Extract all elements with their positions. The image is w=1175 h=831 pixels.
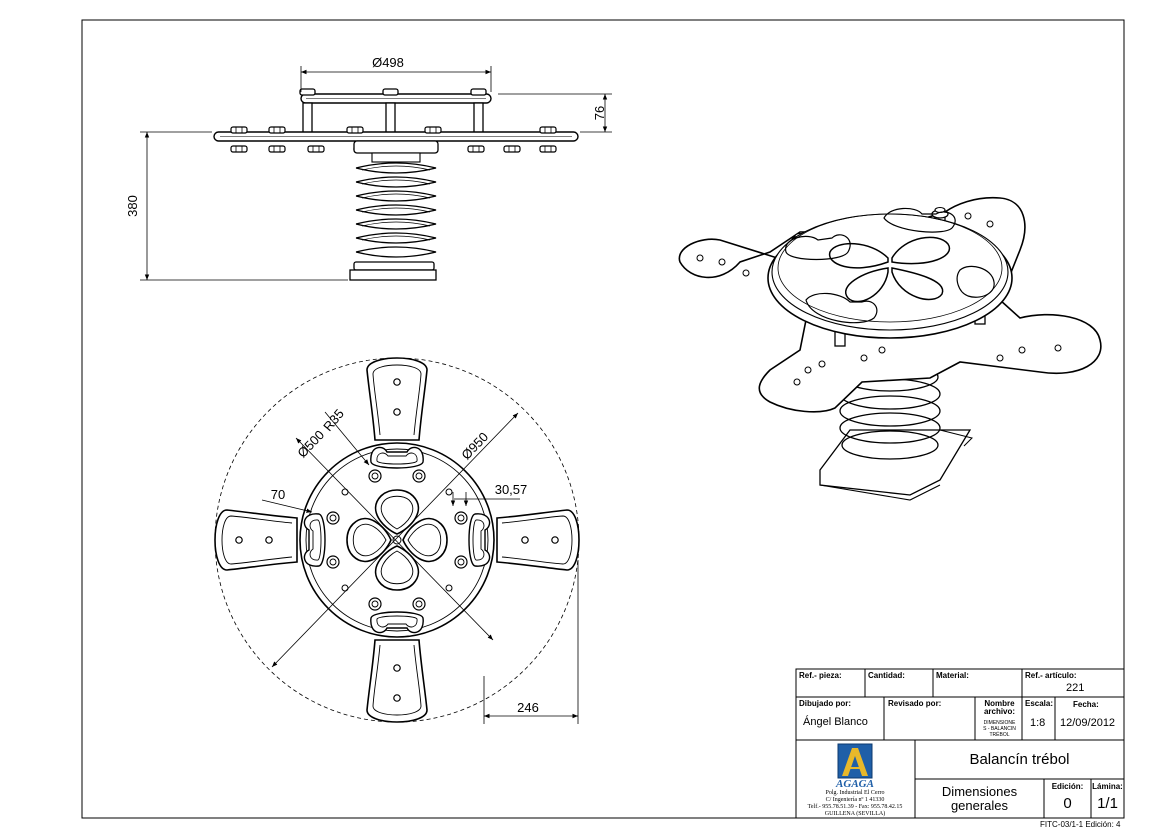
company-line-4: GUILLENA (SEVILLA) [824,811,886,817]
company-line-2: C/ Ingeniería nº 1 41330 [825,797,885,803]
nombre-archivo-label-1: Nombre [984,699,1015,708]
top-view [214,357,580,723]
edicion-value: 0 [1063,795,1072,812]
dim-radius: R35 [320,406,347,434]
dibujado-value: Ángel Blanco [803,716,868,728]
dim-inner-diameter: Ø500 [294,427,327,460]
ref-pieza-label: Ref.- pieza: [799,671,842,680]
company-line-1: Polg. Industrial El Cerro [825,790,885,796]
dibujado-label: Dibujado por: [799,699,851,708]
ref-articulo-value: 221 [1066,682,1085,694]
title-block [795,668,1125,819]
material-label: Material: [936,671,969,680]
lamina-label: Lámina: [1092,782,1123,791]
lamina-value: 1/1 [1097,795,1118,812]
escala-value: 1:8 [1030,717,1046,729]
dim-total-height: 380 [125,195,140,217]
dim-arm-width: 70 [271,487,285,502]
drawing-subtitle-1: Dimensiones [941,784,1018,799]
top-view-dimensions [261,411,579,724]
side-view [213,88,579,281]
nombre-archivo-value-3: TRÉBOL [989,732,1010,738]
revisado-label: Revisado por: [888,699,942,708]
side-view-dimensions [140,66,612,281]
fecha-value: 12/09/2012 [1060,717,1116,729]
nombre-archivo-value-1: DIMENSIONE [983,720,1016,726]
dim-plate-thickness: 76 [592,106,607,120]
edicion-label: Edición: [1051,782,1084,791]
ref-articulo-label: Ref.- artículo: [1025,671,1077,680]
company-logo-text: AGAGA [836,778,874,790]
nombre-archivo-label-2: archivo: [983,707,1016,716]
drawing-subtitle-2: generales [950,798,1009,813]
isometric-view [678,196,1102,501]
cantidad-label: Cantidad: [868,671,905,680]
drawing-title: Balancín trébol [969,751,1070,768]
company-logo [837,743,873,779]
dim-top-diameter: Ø498 [372,55,404,70]
fecha-label: Fecha: [1073,700,1099,709]
company-line-3: Telf.- 955.78.51.39 - Fax: 955.78.42.15 [807,804,903,810]
escala-label: Escala: [1025,699,1054,708]
form-footer: FITC-03/1-1 Edición: 4 [1040,820,1121,829]
nombre-archivo-value-2: S - BALANCIN [983,726,1016,732]
dim-hole-spacing: 30,57 [495,482,528,497]
dim-arm-length: 246 [517,700,539,715]
drawing-frame [81,19,1125,819]
